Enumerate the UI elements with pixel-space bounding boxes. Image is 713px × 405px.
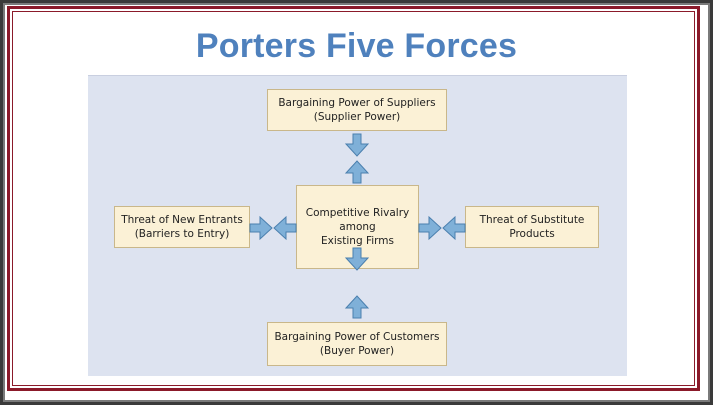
supplier-power-box: Bargaining Power of Suppliers (Supplier …	[267, 89, 447, 131]
competitive-rivalry-box: Competitive Rivalry among Existing Firms	[296, 185, 419, 269]
rivalry-line-3: Existing Firms	[321, 235, 394, 247]
new-entrants-box: Threat of New Entrants (Barriers to Entr…	[114, 206, 250, 248]
customer-down-arrow	[344, 295, 370, 319]
customer-power-subtitle: (Buyer Power)	[319, 345, 395, 357]
slide-inner-border	[12, 11, 695, 386]
new-entrants-subtitle: (Barriers to Entry)	[134, 228, 230, 240]
customer-power-title: Bargaining Power of Customers	[274, 331, 440, 343]
customer-power-box: Bargaining Power of Customers (Buyer Pow…	[267, 322, 447, 366]
slide-title: Porters Five Forces	[195, 27, 518, 65]
rivalry-line-1: Competitive Rivalry	[305, 207, 410, 219]
substitutes-box: Threat of Substitute Products	[465, 206, 599, 248]
substitutes-line-1: Threat of Substitute	[479, 214, 585, 226]
rivalry-line-2: among	[339, 221, 376, 233]
customer-up-arrow	[344, 247, 370, 271]
substitutes-left-arrow	[442, 215, 466, 241]
supplier-power-title: Bargaining Power of Suppliers	[278, 97, 436, 109]
entrants-right-arrow	[249, 215, 273, 241]
substitutes-right-arrow	[418, 215, 442, 241]
entrants-left-arrow	[273, 215, 297, 241]
supplier-up-arrow	[344, 160, 370, 184]
new-entrants-title: Threat of New Entrants	[121, 214, 243, 226]
supplier-down-arrow	[344, 133, 370, 157]
supplier-power-subtitle: (Supplier Power)	[313, 111, 401, 123]
substitutes-line-2: Products	[509, 228, 555, 240]
